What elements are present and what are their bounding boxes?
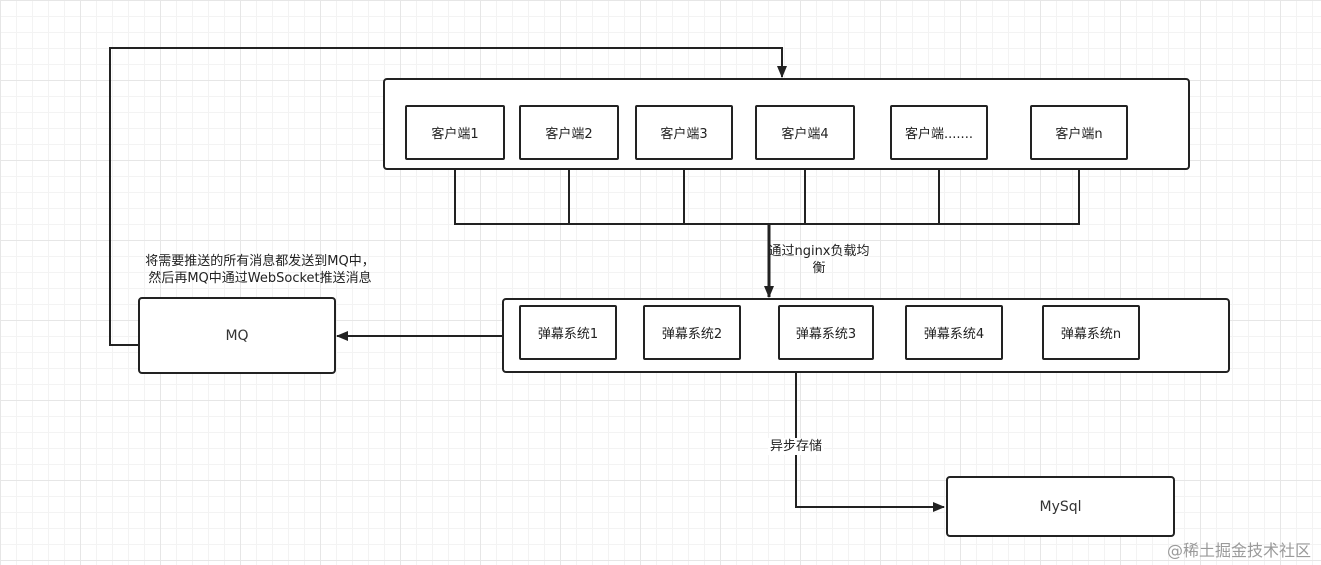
mq-note: 将需要推送的所有消息都发送到MQ中， 然后再MQ中通过WebSocket推送消息 (140, 253, 380, 287)
client-label: 客户端3 (660, 127, 708, 142)
danmaku-label: 弹幕系统4 (923, 327, 985, 342)
client-node-3: 客户端3 (635, 105, 733, 160)
client-label: 客户端n (1055, 127, 1103, 142)
mysql-node: MySql (946, 476, 1175, 537)
client-node-5: 客户端....... (890, 105, 988, 160)
async-storage-label: 异步存储 (768, 438, 825, 455)
danmaku-node-1: 弹幕系统1 (519, 305, 617, 360)
danmaku-label: 弹幕系统1 (537, 327, 599, 342)
danmaku-node-3: 弹幕系统3 (778, 305, 874, 360)
danmaku-to-mysql-arrow (795, 372, 945, 512)
client-label: 客户端4 (781, 127, 829, 142)
danmaku-node-4: 弹幕系统4 (905, 305, 1003, 360)
client-label: 客户端1 (431, 127, 479, 142)
danmaku-node-2: 弹幕系统2 (643, 305, 741, 360)
watermark: @稀土掘金技术社区 (1166, 541, 1311, 560)
nginx-label: 通过nginx负载均 衡 (767, 243, 871, 277)
danmaku-label: 弹幕系统n (1060, 327, 1122, 342)
danmaku-label: 弹幕系统3 (795, 327, 857, 342)
nginx-label-line-1: 通过nginx负载均 (768, 244, 870, 259)
client-node-1: 客户端1 (405, 105, 505, 160)
mq-to-clients-arrow (109, 47, 787, 346)
mq-note-line-2: 然后再MQ中通过WebSocket推送消息 (148, 271, 372, 286)
client-node-4: 客户端4 (755, 105, 855, 160)
nginx-label-line-2: 衡 (812, 261, 826, 276)
mq-label: MQ (225, 327, 249, 344)
client-node-n: 客户端n (1030, 105, 1128, 160)
client-node-2: 客户端2 (519, 105, 619, 160)
mq-note-line-1: 将需要推送的所有消息都发送到MQ中， (145, 254, 375, 269)
danmaku-label: 弹幕系统2 (661, 327, 723, 342)
client-label: 客户端....... (905, 127, 973, 142)
danmaku-node-n: 弹幕系统n (1042, 305, 1140, 360)
client-label: 客户端2 (545, 127, 593, 142)
mysql-label: MySql (1039, 498, 1082, 515)
mq-node: MQ (138, 297, 336, 374)
async-storage-text: 异步存储 (770, 439, 823, 454)
